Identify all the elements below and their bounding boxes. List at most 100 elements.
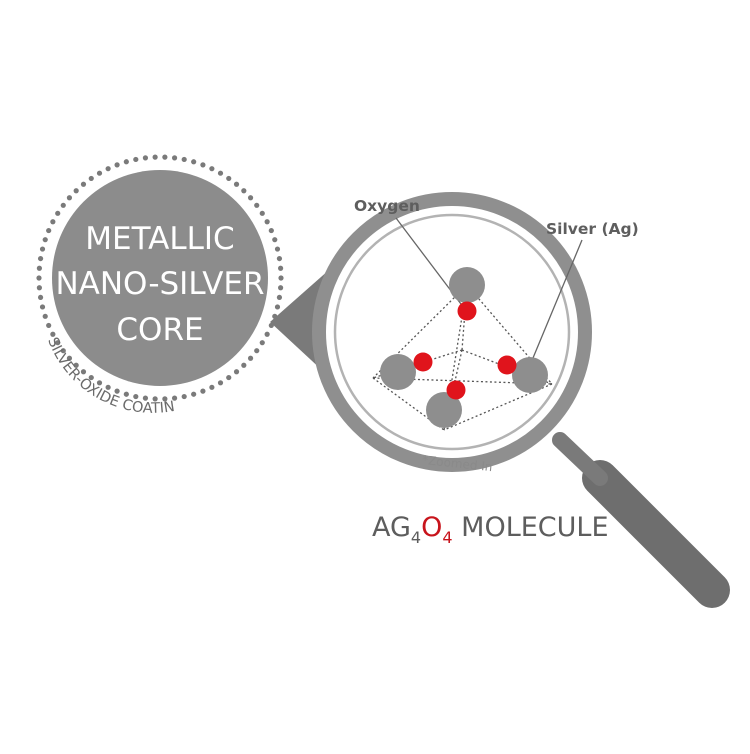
coating-dot xyxy=(181,156,187,163)
coating-dot xyxy=(241,362,247,368)
magnifier-handle xyxy=(552,432,730,608)
coating-dot xyxy=(241,188,247,194)
coating-dot xyxy=(259,210,265,216)
coating-dot xyxy=(50,331,56,337)
coating-dot xyxy=(268,227,274,234)
coating-dot xyxy=(209,384,215,390)
coating-dot xyxy=(217,380,224,386)
coating-dot xyxy=(274,304,281,310)
coating-dot xyxy=(162,154,168,160)
coating-dot xyxy=(42,237,48,243)
coating-dot xyxy=(254,348,260,354)
coating-dot xyxy=(46,322,52,329)
coating-dot xyxy=(36,285,42,291)
coating-dot xyxy=(88,175,94,182)
coating-dot xyxy=(80,181,87,187)
coating-dot xyxy=(73,362,79,368)
silver-label: Silver (Ag) xyxy=(546,220,639,238)
coating-dot xyxy=(274,246,281,252)
coating-dot xyxy=(254,202,260,208)
coating-dot xyxy=(278,275,284,281)
molecule-formula: AG4O4 MOLECULE xyxy=(372,512,609,547)
coating-dot xyxy=(133,393,139,400)
coating-dot xyxy=(96,170,103,176)
coating-dot xyxy=(73,188,79,194)
oxygen-atom-left xyxy=(413,352,433,372)
coating-dot xyxy=(200,162,206,168)
formula-o-subscript: 4 xyxy=(442,528,452,547)
coating-dot xyxy=(37,255,44,262)
coating-dot xyxy=(278,265,284,271)
coating-dot xyxy=(55,210,61,216)
coating-dot xyxy=(268,322,274,329)
coating-dot xyxy=(278,285,284,291)
coating-dot xyxy=(114,162,120,168)
core-label-line-1: METALLIC xyxy=(85,221,234,257)
silver-oxide-coating-dots xyxy=(36,154,284,402)
coating-dot xyxy=(105,384,111,390)
coating-dot xyxy=(247,195,254,201)
coating-dot xyxy=(36,265,42,271)
coating-dot xyxy=(114,388,120,394)
oxygen-atom-top xyxy=(457,301,477,321)
silver-atom-right xyxy=(512,357,548,393)
oxygen-label: Oxygen xyxy=(354,197,420,215)
coating-dot xyxy=(247,355,254,361)
oxygen-atom-right xyxy=(497,355,517,375)
coating-dot xyxy=(233,181,240,187)
coating-dot xyxy=(60,202,66,208)
coating-dot xyxy=(233,369,240,375)
coating-dot xyxy=(96,380,103,386)
coating-dot xyxy=(39,246,46,252)
coating-dot xyxy=(171,395,178,401)
silver-atom-left xyxy=(380,354,416,390)
coating-dot xyxy=(200,388,206,394)
coating-dot xyxy=(37,294,44,301)
coating-dot xyxy=(259,340,265,346)
coating-dot xyxy=(191,159,197,165)
formula-ag: AG xyxy=(372,512,411,543)
coating-dot xyxy=(46,227,52,234)
coating-dot xyxy=(142,395,149,401)
coating-dot xyxy=(50,219,56,225)
coating-dot xyxy=(272,237,278,243)
core-label-line-2: NANO-SILVER xyxy=(55,266,264,302)
coating-dot xyxy=(191,391,197,397)
coating-dot xyxy=(66,195,73,201)
coating-dot xyxy=(217,170,224,176)
oxygen-atom-bottom xyxy=(446,380,466,400)
coating-dot xyxy=(152,396,158,402)
coating-dot xyxy=(181,393,187,400)
coating-dot xyxy=(162,396,168,402)
coating-dot xyxy=(226,374,232,381)
nano-silver-core xyxy=(52,170,268,386)
coating-dot xyxy=(209,166,215,172)
coating-dot xyxy=(105,166,111,172)
coating-dot xyxy=(123,391,129,397)
coating-dot xyxy=(55,340,61,346)
coating-dot xyxy=(60,348,66,354)
coating-dot xyxy=(36,275,42,281)
coating-dot xyxy=(142,155,149,161)
coating-dot xyxy=(80,369,87,375)
coating-dot xyxy=(133,156,139,163)
formula-ag-subscript: 4 xyxy=(411,528,421,547)
coating-dot xyxy=(88,374,94,381)
molecule-atoms xyxy=(380,267,548,428)
coating-dot xyxy=(39,304,46,310)
coating-dot xyxy=(66,355,73,361)
coating-dot xyxy=(171,155,178,161)
formula-o: O xyxy=(421,512,442,543)
coating-dot xyxy=(264,219,270,225)
coating-dot xyxy=(272,313,278,319)
silver-atom-bottom xyxy=(426,392,462,428)
coating-dot xyxy=(264,331,270,337)
coating-dot xyxy=(42,313,48,319)
coating-dot xyxy=(123,159,129,165)
silver-callout-line xyxy=(527,239,583,371)
coating-dot xyxy=(276,255,283,262)
coating-dot xyxy=(226,175,232,182)
coating-dot xyxy=(152,154,158,160)
